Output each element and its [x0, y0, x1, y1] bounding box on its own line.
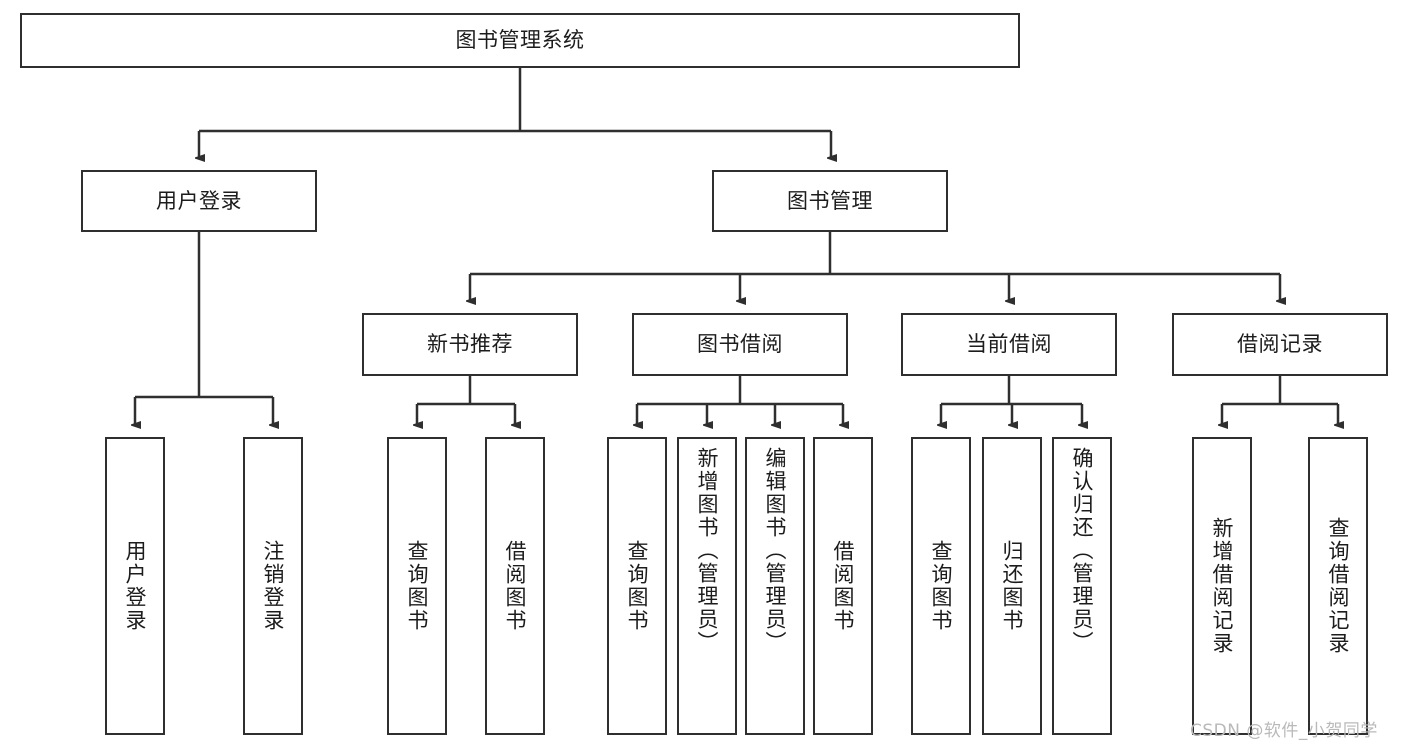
node-new-book-rec-label: 新书推荐 — [427, 332, 513, 357]
node-leaf-edit-book[interactable]: 编辑图书（管理员） — [745, 437, 805, 735]
node-root[interactable]: 图书管理系统 — [20, 13, 1020, 68]
node-book-borrow-label: 图书借阅 — [697, 332, 783, 357]
node-leaf-query-book-1[interactable]: 查询图书 — [387, 437, 447, 735]
node-leaf-logout[interactable]: 注销登录 — [243, 437, 303, 735]
node-current-borrow[interactable]: 当前借阅 — [901, 313, 1117, 376]
node-borrow-record[interactable]: 借阅记录 — [1172, 313, 1388, 376]
node-book-borrow[interactable]: 图书借阅 — [632, 313, 848, 376]
node-leaf-confirm-return-label: 确认归还（管理员） — [1070, 447, 1095, 654]
node-leaf-borrow-book-1-label: 借阅图书 — [503, 540, 528, 632]
node-leaf-borrow-book-2[interactable]: 借阅图书 — [813, 437, 873, 735]
node-leaf-user-login-label: 用户登录 — [123, 540, 148, 632]
node-leaf-add-book-label: 新增图书（管理员） — [695, 447, 720, 654]
node-current-borrow-label: 当前借阅 — [966, 332, 1052, 357]
node-user-login-label: 用户登录 — [156, 188, 242, 213]
node-leaf-borrow-book-1[interactable]: 借阅图书 — [485, 437, 545, 735]
node-borrow-record-label: 借阅记录 — [1237, 332, 1323, 357]
node-book-manage[interactable]: 图书管理 — [712, 170, 948, 232]
watermark-text: CSDN @软件_小贺同学 — [1190, 721, 1378, 741]
node-leaf-query-record-label: 查询借阅记录 — [1326, 517, 1351, 655]
node-book-manage-label: 图书管理 — [787, 188, 873, 213]
node-leaf-query-book-3[interactable]: 查询图书 — [911, 437, 971, 735]
node-user-login[interactable]: 用户登录 — [81, 170, 317, 232]
node-leaf-return-book-label: 归还图书 — [1000, 540, 1025, 632]
node-leaf-query-book-1-label: 查询图书 — [405, 540, 430, 632]
node-leaf-return-book[interactable]: 归还图书 — [982, 437, 1042, 735]
node-leaf-user-login[interactable]: 用户登录 — [105, 437, 165, 735]
node-leaf-edit-book-label: 编辑图书（管理员） — [763, 447, 788, 654]
node-root-label: 图书管理系统 — [455, 28, 585, 53]
node-leaf-query-book-2[interactable]: 查询图书 — [607, 437, 667, 735]
node-leaf-query-record[interactable]: 查询借阅记录 — [1308, 437, 1368, 735]
node-leaf-query-book-2-label: 查询图书 — [625, 540, 650, 632]
node-leaf-query-book-3-label: 查询图书 — [929, 540, 954, 632]
node-leaf-add-record-label: 新增借阅记录 — [1210, 517, 1235, 655]
node-leaf-borrow-book-2-label: 借阅图书 — [831, 540, 856, 632]
node-leaf-logout-label: 注销登录 — [261, 540, 286, 632]
node-leaf-confirm-return[interactable]: 确认归还（管理员） — [1052, 437, 1112, 735]
node-leaf-add-record[interactable]: 新增借阅记录 — [1192, 437, 1252, 735]
node-new-book-rec[interactable]: 新书推荐 — [362, 313, 578, 376]
node-leaf-add-book[interactable]: 新增图书（管理员） — [677, 437, 737, 735]
